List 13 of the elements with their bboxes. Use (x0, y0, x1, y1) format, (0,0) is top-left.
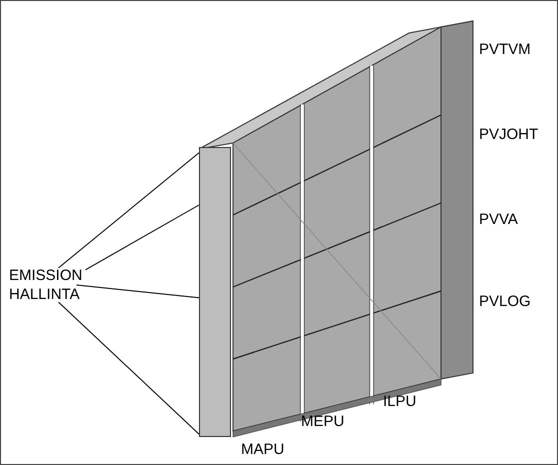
column-label: MAPU (241, 441, 284, 459)
column-label: MEPU (301, 413, 344, 431)
row-label: PVLOG (479, 293, 531, 311)
row-label: PVVA (479, 211, 518, 229)
leader-line (76, 284, 200, 298)
side-slab (199, 147, 231, 437)
leader-line (58, 152, 200, 268)
leader-line (85, 204, 200, 270)
callout-text: EMISSION HALLINTA (9, 266, 99, 304)
leader-line (58, 302, 200, 435)
row-label: PVTVM (479, 41, 531, 59)
column-label: ILPU (383, 393, 416, 411)
row-label: PVJOHT (479, 126, 538, 144)
